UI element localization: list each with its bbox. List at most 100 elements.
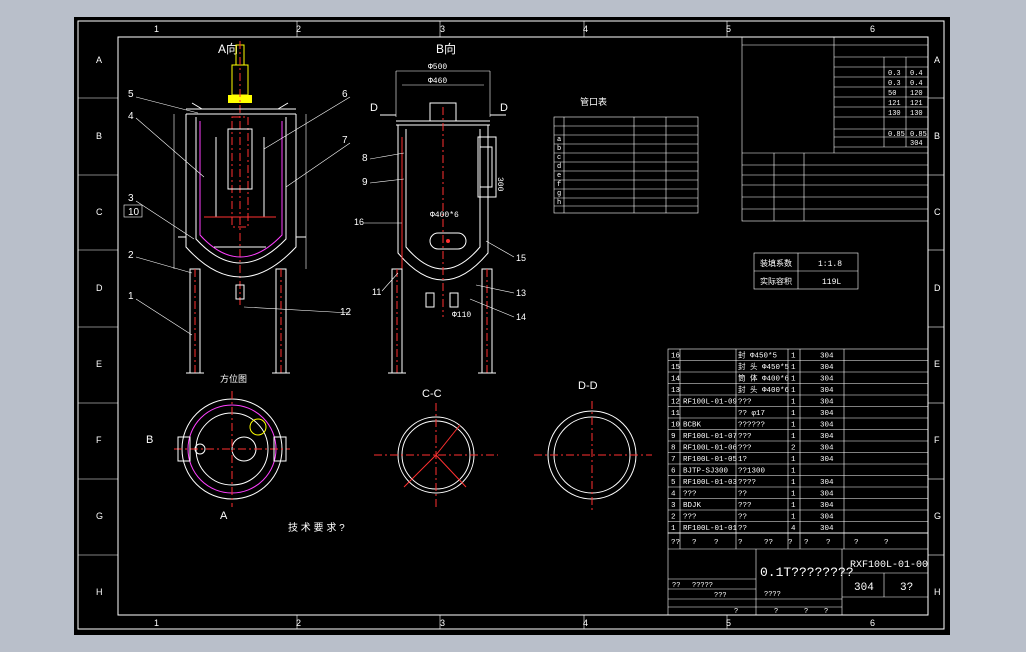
title-small-label: ? bbox=[734, 608, 738, 616]
direction-a: A bbox=[220, 510, 228, 522]
bom-cell-qty: 1 bbox=[791, 353, 796, 361]
bom-cell-no: 14 bbox=[671, 376, 681, 384]
bom-cell-no: 16 bbox=[671, 353, 681, 361]
bom-cell-name: ?? bbox=[738, 491, 747, 499]
spec-value: 0.4 bbox=[910, 80, 923, 88]
bom-cell-name: ??? bbox=[738, 502, 752, 510]
bom-cell-no: 9 bbox=[671, 433, 676, 441]
callout-15: 15 bbox=[516, 253, 526, 263]
grid-col-label: 6 bbox=[870, 24, 875, 34]
bom-cell-material: 304 bbox=[820, 353, 834, 361]
bom-cell-qty: 1 bbox=[791, 502, 796, 510]
bom-header-cell: ? bbox=[692, 539, 697, 547]
bom-cell-material: 304 bbox=[820, 364, 834, 372]
grid-col-label: 2 bbox=[296, 24, 301, 34]
title-small-label: ??? bbox=[714, 592, 727, 600]
bom-cell-code: BCBK bbox=[683, 422, 702, 430]
bom-cell-qty: 1 bbox=[791, 387, 796, 395]
bom-cell-name: ??? bbox=[738, 399, 752, 407]
grid-row-label: F bbox=[934, 435, 940, 445]
spec-value: 0.4 bbox=[910, 70, 923, 78]
grid-col-label: 2 bbox=[296, 618, 301, 628]
bom-cell-qty: 1 bbox=[791, 399, 796, 407]
scale-cell: 3? bbox=[900, 582, 913, 594]
bom-cell-name: ?? φ17 bbox=[738, 410, 765, 418]
bom-cell-name: 封 Φ450*5 bbox=[738, 350, 778, 361]
volume-label: 实际容积 bbox=[760, 276, 792, 286]
bom-cell-name: 筒 体 Φ400*6 bbox=[738, 373, 790, 384]
title-small-label: ???? bbox=[764, 591, 781, 599]
callout-6: 6 bbox=[342, 89, 348, 100]
grid-col-label: 3 bbox=[440, 618, 445, 628]
bom-cell-name: 封 头 Φ450*5 bbox=[738, 361, 790, 372]
title-block: RXF100L-01-00 0.1T???????? 304 3? ?? ???… bbox=[667, 532, 929, 616]
callout-16: 16 bbox=[354, 217, 364, 227]
section-dd-view: D-D bbox=[534, 380, 652, 513]
side-elevation-view: B向 Φ500 Φ460 D D Φ400*6 300 Φ110 bbox=[370, 41, 508, 374]
part-callouts-side: 8 9 16 11 15 13 14 bbox=[354, 152, 526, 322]
grid-row-label: F bbox=[96, 435, 102, 445]
grid-col-label: 3 bbox=[440, 24, 445, 34]
front-elevation-view: A向 C-C bbox=[173, 41, 307, 374]
nozzle-b: b bbox=[557, 145, 561, 153]
bom-cell-code: BDJK bbox=[683, 502, 702, 510]
bom-cell-qty: 1 bbox=[791, 456, 796, 464]
callout-11: 11 bbox=[372, 287, 381, 297]
bom-cell-qty: 4 bbox=[791, 525, 796, 533]
nozzle-g: g bbox=[557, 190, 561, 198]
spec-value: 130 bbox=[910, 110, 923, 118]
bom-cell-no: 12 bbox=[671, 399, 680, 407]
section-mark-d-right: D bbox=[500, 102, 508, 114]
bom-cell-no: 1 bbox=[671, 525, 676, 533]
bom-cell-material: 304 bbox=[820, 422, 834, 430]
callout-8: 8 bbox=[362, 153, 368, 164]
bom-cell-no: 5 bbox=[671, 479, 676, 487]
direction-b: B bbox=[146, 434, 153, 446]
bom-cell-name: 1? bbox=[738, 456, 747, 464]
grid-row-label: B bbox=[96, 131, 102, 141]
title-small-label: ? bbox=[804, 608, 808, 616]
spec-value: 0.3 bbox=[888, 70, 901, 78]
bom-cell-material: 304 bbox=[820, 502, 834, 510]
engineering-drawing: 1 2 3 4 5 6 1 2 3 4 5 6 A B C D E F G H … bbox=[77, 20, 945, 630]
bom-cell-material: 304 bbox=[820, 399, 834, 407]
callout-7: 7 bbox=[342, 135, 348, 146]
bom-header-cell: ? bbox=[714, 539, 719, 547]
grid-row-label: G bbox=[934, 511, 941, 521]
nozzle-table-title: 管口表 bbox=[580, 96, 607, 107]
bom-cell-no: 7 bbox=[671, 456, 676, 464]
grid-col-label: 1 bbox=[154, 24, 159, 34]
spec-value: 50 bbox=[888, 90, 896, 98]
title-small-label: ? bbox=[774, 608, 778, 616]
bom-header-cell: ? bbox=[788, 539, 793, 547]
section-mark-d-left: D bbox=[370, 102, 378, 114]
spec-value: 304 bbox=[910, 140, 923, 148]
bom-cell-code: RF100L-01-01 bbox=[683, 525, 738, 533]
view-a-label: A向 bbox=[218, 41, 238, 56]
grid-row-label: H bbox=[934, 587, 941, 597]
grid-col-label: 4 bbox=[583, 24, 588, 34]
grid-col-label: 5 bbox=[726, 24, 731, 34]
bom-cell-qty: 1 bbox=[791, 491, 796, 499]
callout-13: 13 bbox=[516, 288, 526, 298]
grid-col-label: 5 bbox=[726, 618, 731, 628]
bom-header-cell: ?? bbox=[764, 539, 773, 547]
callout-9: 9 bbox=[362, 177, 368, 188]
bom-cell-no: 13 bbox=[671, 387, 681, 395]
grid-row-label: G bbox=[96, 511, 103, 521]
bom-cell-code: RF100L-01-05 bbox=[683, 456, 738, 464]
nozzle-c: c bbox=[557, 154, 561, 162]
bom-header-cell: ? bbox=[826, 539, 831, 547]
callout-1: 1 bbox=[128, 291, 134, 302]
spec-value: 0.85 bbox=[888, 131, 905, 139]
inner-frame bbox=[117, 36, 929, 616]
nozzle-h: h bbox=[557, 199, 561, 207]
nozzle-d: d bbox=[557, 163, 561, 171]
design-spec-table: 0.3 0.4 0.3 0.4 50 120 121 121 130 130 0… bbox=[741, 36, 929, 222]
outer-frame bbox=[77, 20, 945, 630]
bom-cell-name: ??1300 bbox=[738, 468, 766, 476]
callout-2: 2 bbox=[128, 250, 134, 261]
callout-3: 3 bbox=[128, 193, 134, 204]
title-small-label: ????? bbox=[692, 582, 713, 590]
